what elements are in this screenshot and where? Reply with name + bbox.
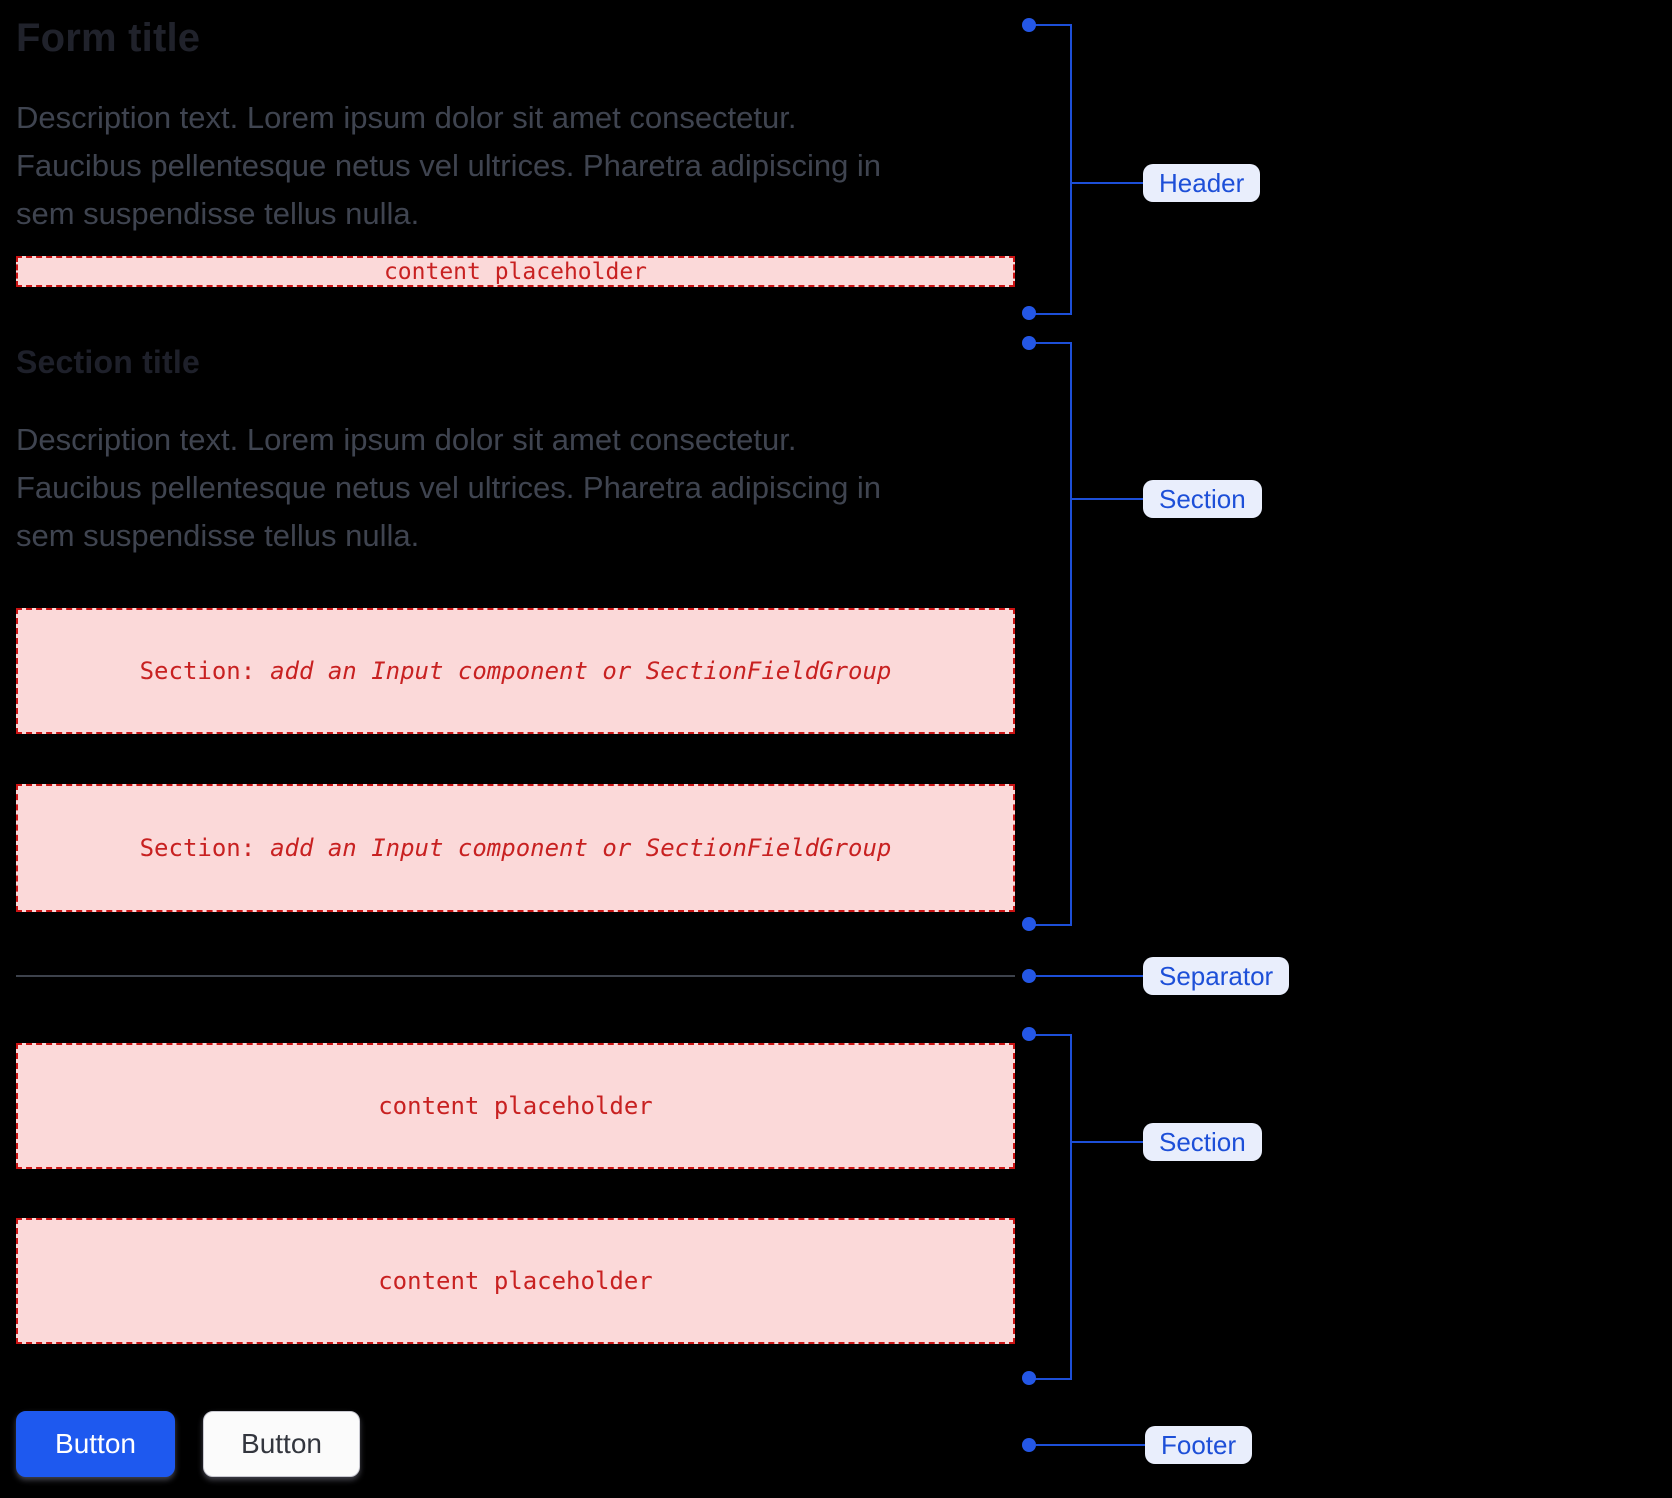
form-description-line: Description text. Lorem ipsum dolor sit … — [16, 100, 797, 135]
header-bracket-top-dot — [1022, 18, 1036, 32]
placeholder-text: content placeholder — [378, 1092, 653, 1120]
section-annotation-label: Section — [1143, 1123, 1262, 1161]
section-bracket-bottom-dot — [1022, 1371, 1036, 1385]
section-input-slot: Section: add an Input component or Secti… — [16, 784, 1015, 912]
section-annotation-label: Section — [1143, 480, 1262, 518]
primary-button[interactable]: Button — [16, 1411, 175, 1477]
separator-annotation-label: Separator — [1143, 957, 1290, 995]
placeholder-text: content placeholder — [378, 1267, 653, 1295]
section-bracket — [1029, 342, 1072, 926]
section-description-line: sem suspendisse tellus nulla. — [16, 518, 420, 553]
separator-dot — [1022, 969, 1036, 983]
section-description: Description text. Lorem ipsum dolor sit … — [16, 416, 1006, 560]
header-annotation-label: Header — [1143, 164, 1261, 202]
slot-prefix: Section: — [139, 834, 256, 862]
footer-dot — [1022, 1438, 1036, 1452]
section-title: Section title — [16, 344, 200, 380]
secondary-button[interactable]: Button — [203, 1411, 360, 1477]
section-description-line: Description text. Lorem ipsum dolor sit … — [16, 422, 797, 457]
slot-prefix: Section: — [139, 657, 256, 685]
section-bracket-top-dot — [1022, 336, 1036, 350]
form-description-line: sem suspendisse tellus nulla. — [16, 196, 420, 231]
placeholder-text: content placeholder — [383, 258, 648, 285]
form-title: Form title — [16, 16, 201, 60]
section-bracket-top-dot — [1022, 1027, 1036, 1041]
separator-connector-line — [1036, 975, 1143, 977]
section-description-line: Faucibus pellentesque netus vel ultrices… — [16, 470, 882, 505]
section-content-placeholder: content placeholder — [16, 1218, 1015, 1344]
section-content-placeholder: content placeholder — [16, 1043, 1015, 1169]
section-connector-line — [1071, 498, 1143, 500]
footer-annotation-label: Footer — [1145, 1426, 1253, 1464]
section-bracket — [1029, 1034, 1072, 1380]
section-connector-line — [1071, 1141, 1143, 1143]
header-bracket-bottom-dot — [1022, 306, 1036, 320]
section-input-slot: Section: add an Input component or Secti… — [16, 608, 1015, 734]
form-description: Description text. Lorem ipsum dolor sit … — [16, 94, 1006, 238]
header-content-placeholder: content placeholder — [16, 256, 1015, 287]
footer-connector-line — [1036, 1444, 1145, 1446]
slot-label: add an Input component or SectionFieldGr… — [270, 657, 892, 685]
form-separator — [16, 975, 1015, 977]
section-bracket-bottom-dot — [1022, 917, 1036, 931]
header-connector-line — [1071, 182, 1143, 184]
header-bracket — [1029, 24, 1072, 315]
form-description-line: Faucibus pellentesque netus vel ultrices… — [16, 148, 882, 183]
slot-label: add an Input component or SectionFieldGr… — [270, 834, 892, 862]
